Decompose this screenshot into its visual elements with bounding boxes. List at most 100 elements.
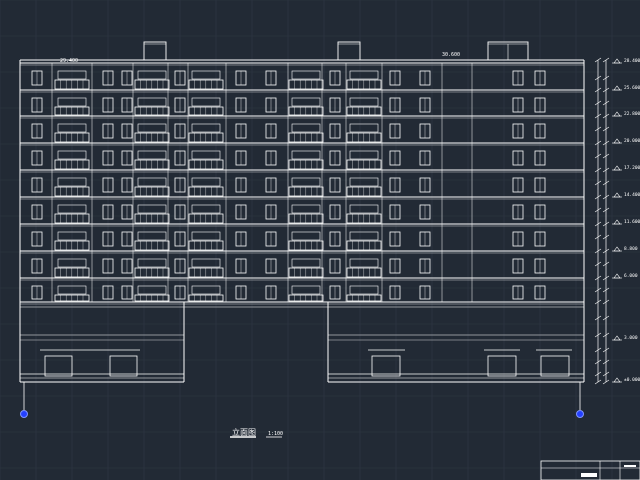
balcony-rail [54, 240, 90, 251]
balcony-rail [188, 106, 224, 116]
balcony-rail [188, 213, 224, 224]
dimension-tick [594, 261, 602, 267]
balcony-door [291, 97, 321, 107]
podium-left-door-2 [109, 355, 138, 377]
dimension-tick [594, 287, 602, 293]
balcony-rail [346, 132, 382, 143]
balcony-rail [54, 213, 90, 224]
balcony-rail [134, 186, 170, 197]
floor-level-label: 8.800 [624, 246, 638, 252]
floor-level-label: 6.000 [624, 273, 638, 279]
balcony-door [291, 258, 321, 268]
balcony-rail [54, 186, 90, 197]
balcony-rail [54, 267, 90, 278]
balcony-door [349, 231, 379, 241]
balcony-door [191, 258, 221, 268]
balcony-door [291, 123, 321, 133]
dimension-tick-inner [602, 75, 610, 81]
dimension-tick-inner [602, 57, 610, 63]
dimension-tick [594, 167, 602, 173]
floor-level-label: 11.600 [624, 219, 640, 225]
balcony-door [191, 123, 221, 133]
balcony-door [57, 204, 87, 214]
level-mark-triangle [613, 58, 621, 64]
balcony-door [57, 258, 87, 268]
balcony-door [291, 285, 321, 295]
dimension-tick [594, 57, 602, 63]
dimension-tick [594, 100, 602, 106]
balcony-rail [288, 294, 324, 302]
balcony-rail [288, 213, 324, 224]
dimension-tick-inner [602, 248, 610, 254]
balcony-rail [346, 159, 382, 170]
dimension-tick [594, 140, 602, 146]
title-block-mark [581, 473, 597, 477]
balcony-rail [54, 159, 90, 170]
balcony-door [57, 123, 87, 133]
balcony-door [57, 231, 87, 241]
dimension-tick [594, 207, 602, 213]
balcony-rail [54, 132, 90, 143]
roof-level-label-left: 29.400 [60, 58, 78, 64]
balcony-door [291, 177, 321, 187]
level-mark-triangle [613, 192, 621, 198]
balcony-rail [134, 132, 170, 143]
balcony-rail [188, 132, 224, 143]
balcony-rail [188, 267, 224, 278]
balcony-door [349, 150, 379, 160]
balcony-door [291, 231, 321, 241]
floor-level-label: 3.000 [624, 335, 638, 341]
balcony-door [191, 70, 221, 80]
balcony-rail [134, 294, 170, 302]
balcony-door [191, 285, 221, 295]
dimension-tick [594, 75, 602, 81]
dimension-tick [594, 332, 602, 338]
dimension-tick [594, 371, 602, 377]
level-mark-triangle [613, 273, 621, 279]
axis-bubble-left[interactable] [20, 410, 28, 418]
dimension-tick-inner [602, 332, 610, 338]
balcony-rail [288, 159, 324, 170]
balcony-rail [346, 267, 382, 278]
balcony-door [191, 231, 221, 241]
balcony-rail [288, 186, 324, 197]
title-block-frame [540, 460, 640, 480]
level-mark-triangle [613, 246, 621, 252]
balcony-rail [134, 240, 170, 251]
balcony-door [137, 258, 167, 268]
dimension-tick-inner [602, 347, 610, 353]
dimension-tick [594, 248, 602, 254]
dimension-tick [594, 315, 602, 321]
floor-level-label: 20.000 [624, 138, 640, 144]
podium-right-door-3 [540, 355, 570, 377]
balcony-door [349, 70, 379, 80]
balcony-rail [134, 159, 170, 170]
dimension-tick [594, 153, 602, 159]
balcony-door [137, 177, 167, 187]
balcony-rail [288, 240, 324, 251]
elevation-title-block: 立面图 1:100 [230, 427, 283, 438]
level-mark-triangle [613, 111, 621, 117]
dimension-tick [594, 379, 602, 385]
dimension-tick-inner [602, 234, 610, 240]
dimension-tick-inner [602, 315, 610, 321]
balcony-rail [54, 79, 90, 90]
axis-bubble-right[interactable] [576, 410, 584, 418]
level-mark-triangle [613, 335, 621, 341]
elevation-scale: 1:100 [268, 431, 283, 437]
balcony-door [191, 204, 221, 214]
level-mark-triangle [613, 85, 621, 91]
balcony-rail [188, 186, 224, 197]
dimension-tick-inner [602, 207, 610, 213]
dimension-tick-inner [602, 113, 610, 119]
balcony-rail [288, 106, 324, 116]
axis-markers [20, 382, 584, 418]
balcony-rail [188, 294, 224, 302]
dimension-tick-inner [602, 180, 610, 186]
floor-level-label: 28.400 [624, 58, 640, 64]
balcony-door [57, 97, 87, 107]
roof-stair-housing-left [143, 41, 167, 61]
podium-left-door-1 [44, 355, 73, 377]
